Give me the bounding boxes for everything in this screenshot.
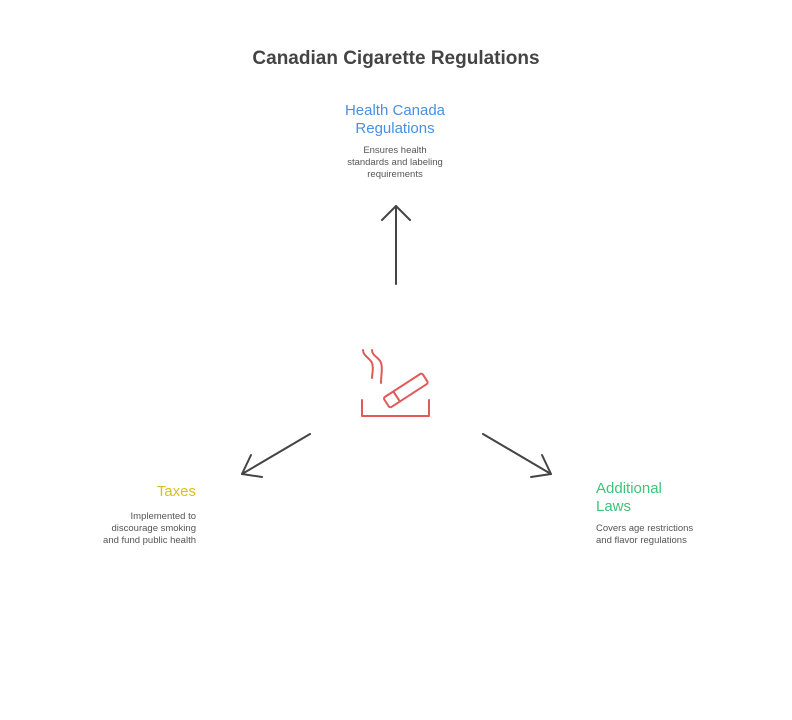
node-title: Additional Laws: [596, 480, 662, 515]
node-title: Taxes: [156, 483, 196, 500]
arrow-down-left-icon: [241, 433, 311, 478]
node-description: Implemented to discourage smoking and fu…: [103, 511, 196, 546]
arrow-down-right-icon: [482, 433, 552, 478]
diagram-title: Canadian Cigarette Regulations: [252, 48, 540, 69]
smoking-icon: [361, 349, 430, 417]
node-description: Covers age restrictions and flavor regul…: [596, 523, 694, 546]
node-title: Health Canada Regulations: [344, 102, 446, 137]
arrow-up-icon: [381, 205, 411, 285]
node-description: Ensures health standards and labeling re…: [347, 145, 443, 180]
